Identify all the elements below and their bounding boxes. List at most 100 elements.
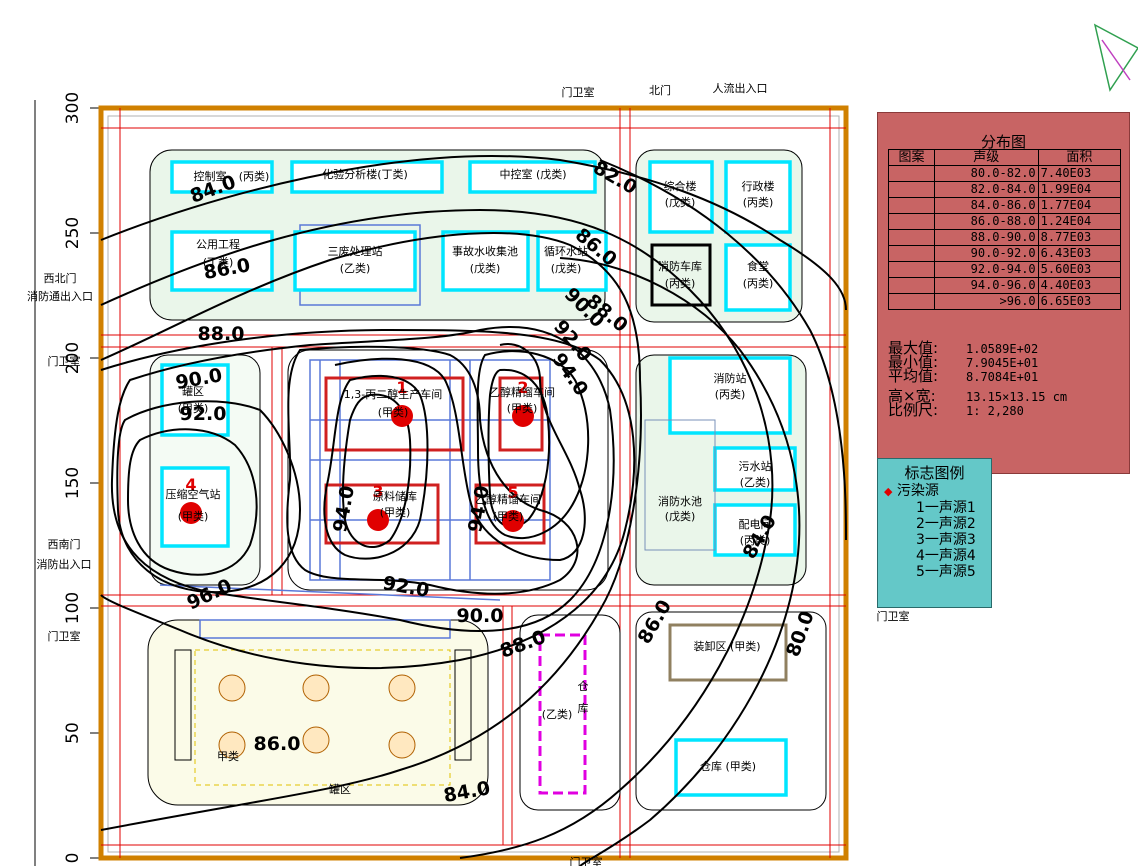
building-label: 污水站 [739, 459, 772, 473]
header-pattern: 图案 [888, 149, 935, 166]
stat-row: 高×宽:13.15×13.15 cm [888, 389, 1068, 405]
y-tick-label: 200 [63, 342, 83, 374]
level-range: 86.0-88.0 [933, 213, 1039, 230]
building-label: (乙类) [542, 707, 573, 721]
legend-item: 4一声源4 [916, 548, 976, 564]
area-value: 1.99E04 [1037, 181, 1122, 198]
legend-title: 标志图例 [904, 464, 965, 482]
area-value: 7.40E03 [1037, 165, 1122, 182]
building-label: 消防站 [714, 371, 747, 385]
contour-label: 88.0 [198, 323, 245, 345]
stat-label: 比例尺: [888, 401, 939, 419]
building-label: (丙类) [740, 533, 771, 547]
level-range: 94.0-96.0 [933, 277, 1039, 294]
contour-label: 90.0 [457, 605, 504, 627]
gate-label: 人流出入口 [713, 81, 768, 95]
building-label: (甲类) [493, 509, 524, 523]
y-tick-label: 300 [63, 92, 83, 124]
level-range: 82.0-84.0 [933, 181, 1039, 198]
contour-label: 92.0 [381, 572, 431, 602]
building-label: (甲类) [380, 505, 411, 519]
pattern-swatch [888, 165, 935, 182]
level-range: >96.0 [933, 293, 1039, 310]
source-2-marker [512, 405, 534, 427]
area-value: 8.77E03 [1037, 229, 1122, 246]
building-label: 库 [578, 702, 589, 715]
source-1-marker [391, 405, 413, 427]
stat-value: 7.9045E+01 [966, 356, 1039, 370]
building-label: (戊类) [665, 509, 696, 523]
building-label: (甲类) [378, 405, 409, 419]
stat-value: 1: 2,280 [966, 404, 1024, 418]
building-label: (甲类) [507, 401, 538, 415]
stat-row: 最大值:1.0589E+02 [888, 341, 1067, 357]
legend-item: 2一声源2 [916, 516, 976, 532]
pattern-swatch [888, 181, 935, 198]
legend-item: 5一声源5 [916, 564, 976, 580]
level-range: 92.0-94.0 [933, 261, 1039, 278]
building-label: 食堂 [747, 259, 769, 273]
source-number: 4 [185, 475, 196, 494]
source-5-marker [502, 510, 524, 532]
building-label: 消防水池 [658, 494, 702, 508]
building-label: 仓 [578, 679, 589, 693]
header-area: 面积 [1037, 149, 1122, 166]
area-value: 1.77E04 [1037, 197, 1122, 214]
building-label: (甲类) [178, 509, 209, 523]
distribution-title: 分布图 [980, 133, 1026, 151]
building-label: 控制室 [194, 169, 227, 183]
building-label: 三废处理站 [328, 244, 383, 258]
building-label: 压缩空气站 [166, 487, 221, 501]
contour-label: 92.0 [180, 403, 227, 425]
area-value: 4.40E03 [1037, 277, 1122, 294]
y-tick-label: 100 [63, 592, 83, 624]
contour-label: 80.0 [782, 608, 819, 660]
area-value: 6.43E03 [1037, 245, 1122, 262]
building-label: (丙类) [743, 276, 774, 290]
building-label: (丙类) [239, 169, 270, 183]
building-label: 乙醇精馏车间 [489, 385, 555, 399]
stat-value: 13.15×13.15 cm [966, 390, 1068, 404]
source-number: 5 [507, 483, 518, 502]
y-tick-label: 150 [63, 467, 83, 499]
legend-source-text: 污染源 [896, 483, 939, 499]
building-labels: 控制室(丙类)化验分析楼(丁类)中控室 (戊类)综合楼(戊类)行政楼(丙类)公用… [166, 167, 775, 796]
building-label: (甲类) [178, 401, 209, 415]
source-number: 2 [517, 378, 528, 397]
source-diamond-icon: ◆ [884, 485, 893, 498]
building-label: 罐区 [329, 783, 351, 796]
gate-label: 西北门 [44, 271, 77, 285]
gate-label: 门卫室 [562, 85, 595, 99]
building-label: 仓库 (甲类) [700, 759, 756, 773]
contour-label: 86.0 [254, 733, 301, 755]
building-label: 配电间 [739, 518, 772, 531]
building-label: 循环水站 [544, 244, 588, 258]
stat-row: 最小值:7.9045E+01 [888, 355, 1067, 371]
buildings [160, 160, 797, 797]
pattern-swatch [888, 197, 935, 214]
building-label: (乙类) [740, 475, 771, 489]
source-3-marker [367, 509, 389, 531]
stat-value: 1.0589E+02 [966, 342, 1039, 356]
gate-label: 门卫室 [877, 609, 910, 623]
building-label: 行政楼 [742, 179, 775, 193]
gate-label: 门卫室 [570, 855, 603, 866]
building-label: 乙醇精馏车间 [475, 492, 541, 506]
stat-row: 平均值:8.7084E+01 [888, 369, 1067, 385]
building-label: (丙类) [665, 276, 696, 290]
building-label: (丙类) [743, 195, 774, 209]
building-label: 1,3-丙二醇生产车间 [344, 387, 442, 401]
gate-label: 门卫室 [48, 629, 81, 643]
pattern-swatch [888, 277, 935, 294]
legend-item: 1一声源1 [916, 500, 976, 516]
gate-labels: 门卫室北门人流出入口西北门消防通出入口门卫室西南门消防出入口门卫室门卫室门卫室 [27, 81, 910, 866]
